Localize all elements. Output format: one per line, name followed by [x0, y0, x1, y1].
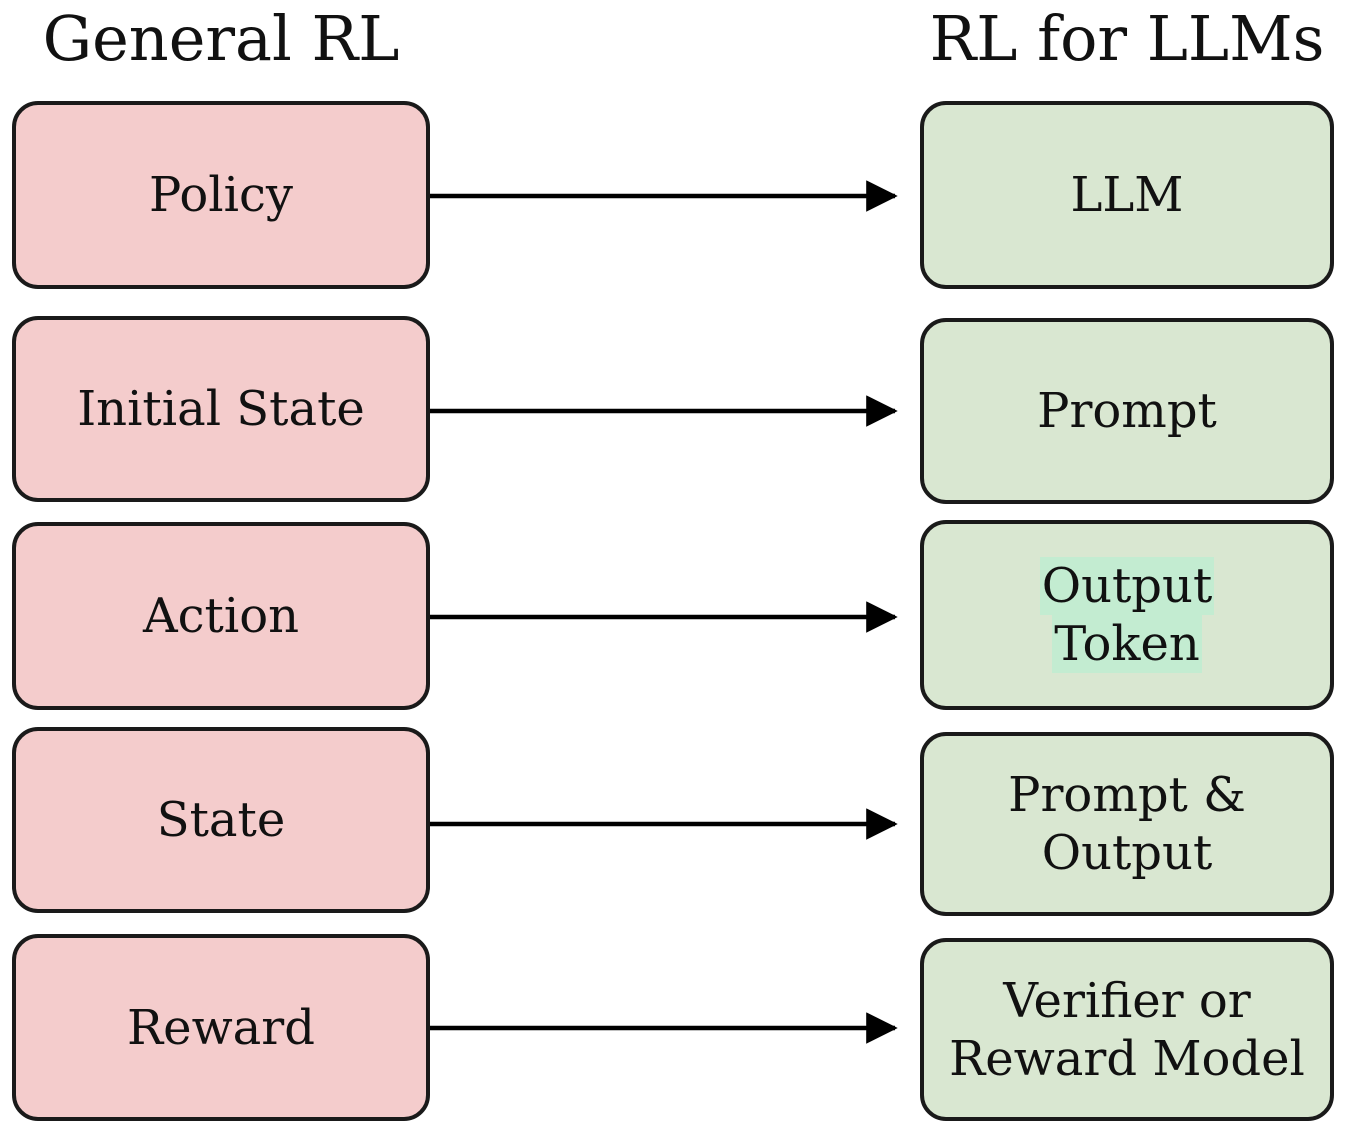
node-label: LLM	[1070, 167, 1184, 223]
node-label: Initial State	[77, 381, 365, 437]
node-general-rl-action[interactable]: Action	[12, 522, 430, 710]
node-label: State	[156, 792, 286, 848]
node-label: Prompt &Output	[1008, 767, 1246, 881]
node-rl-llm-llm[interactable]: LLM	[920, 101, 1334, 289]
node-general-rl-reward[interactable]: Reward	[12, 934, 430, 1121]
node-label: Action	[143, 588, 299, 644]
node-general-rl-policy[interactable]: Policy	[12, 101, 430, 289]
node-rl-llm-prompt-and-output[interactable]: Prompt &Output	[920, 732, 1334, 916]
column-header-general-rl: General RL	[42, 2, 400, 75]
node-label: Policy	[149, 167, 293, 223]
node-general-rl-state[interactable]: State	[12, 727, 430, 913]
node-label: Prompt	[1037, 383, 1217, 439]
column-header-rl-for-llms: RL for LLMs	[929, 2, 1325, 75]
node-general-rl-initial-state[interactable]: Initial State	[12, 316, 430, 502]
node-label: Reward	[127, 999, 315, 1056]
node-rl-llm-prompt[interactable]: Prompt	[920, 318, 1334, 504]
